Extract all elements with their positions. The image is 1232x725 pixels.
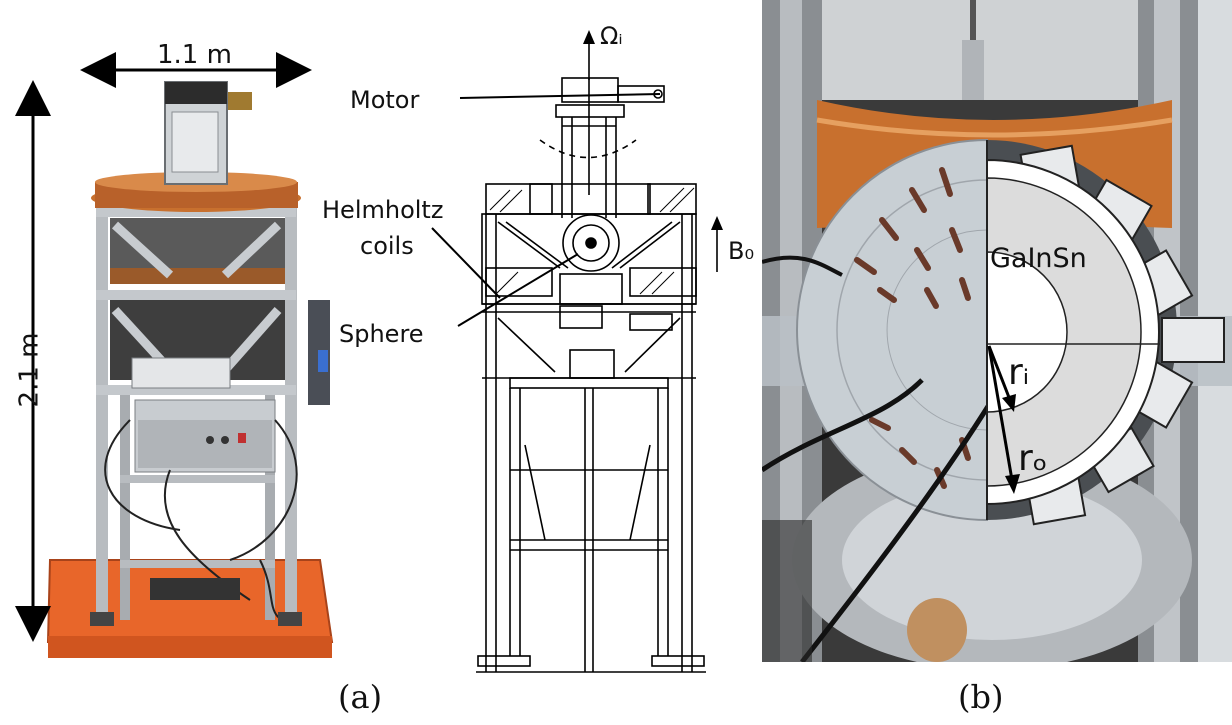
omega-label: Ωᵢ [600, 22, 623, 50]
b0-label: B₀ [728, 237, 755, 265]
coils-label: coils [360, 232, 414, 260]
inner-radius-label: rᵢ [1008, 352, 1030, 393]
outer-radius-label: rₒ [1018, 438, 1048, 479]
caption-a: (a) [338, 678, 383, 716]
sphere-photo-cutaway [762, 0, 1232, 662]
helmholtz-label: Helmholtz [322, 196, 444, 224]
sphere-label: Sphere [339, 320, 424, 348]
width-label: 1.1 m [157, 40, 232, 70]
gainsn-label: GaInSn [990, 243, 1087, 274]
experiment-photo [46, 81, 334, 658]
caption-b: (b) [958, 678, 1004, 716]
motor-label: Motor [350, 86, 420, 114]
